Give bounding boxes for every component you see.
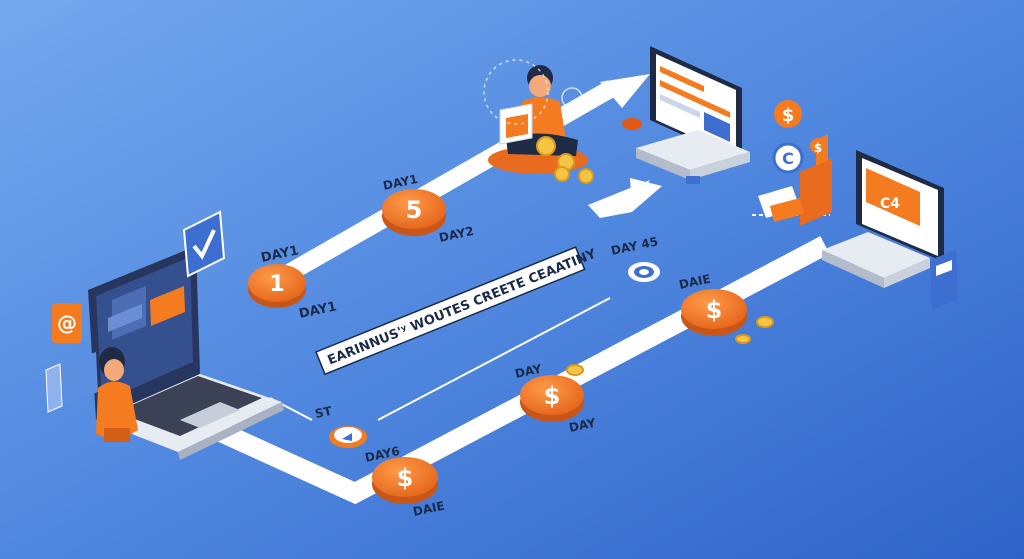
label-st: ST — [314, 404, 334, 421]
coin-day5: 5 — [382, 189, 446, 236]
top-monitor — [636, 46, 750, 184]
svg-text:C: C — [782, 149, 794, 168]
gold-coins — [566, 316, 774, 376]
coin-day1: 1 — [248, 264, 306, 308]
coin-mid: $ — [520, 375, 584, 422]
currency-c-icon: C — [772, 142, 804, 174]
svg-text:$: $ — [397, 464, 414, 492]
svg-text:1: 1 — [269, 272, 284, 297]
person-top — [483, 59, 594, 184]
label-date-top: DAIE — [678, 272, 712, 292]
coin-bottom: $ — [372, 457, 438, 504]
person-left — [96, 347, 138, 442]
chart-card-icon — [182, 210, 226, 278]
arrow-head-mid — [630, 178, 662, 212]
guide-line — [377, 297, 611, 421]
dollar-bubble-icon: $ — [774, 100, 802, 128]
label-day-mid: DAY — [514, 362, 543, 381]
svg-text:@: @ — [57, 311, 77, 335]
label-date-bottom: DAIE — [412, 499, 446, 519]
svg-text:$: $ — [814, 141, 822, 155]
email-icon: @ — [52, 303, 82, 343]
arrow-head-top — [600, 74, 650, 108]
svg-text:$: $ — [782, 105, 795, 126]
growth-chart-icon: $ — [800, 134, 832, 226]
play-marker — [329, 426, 367, 448]
orange-disc — [622, 118, 642, 130]
wallet-icon — [758, 186, 804, 222]
target-marker — [628, 262, 660, 282]
day-labels: DAY1 DAY1 DAY1 DAY2 DAY 45 DAIE DAY DAY … — [260, 172, 712, 519]
coin-right: $ — [681, 289, 747, 336]
svg-text:C4: C4 — [880, 196, 900, 212]
svg-text:$: $ — [544, 382, 561, 410]
label-day-mid-lower: DAY — [568, 416, 597, 435]
svg-text:5: 5 — [406, 196, 423, 224]
side-panel-icon — [45, 352, 98, 413]
right-monitor: C4 — [822, 150, 958, 310]
svg-text:$: $ — [706, 296, 723, 324]
